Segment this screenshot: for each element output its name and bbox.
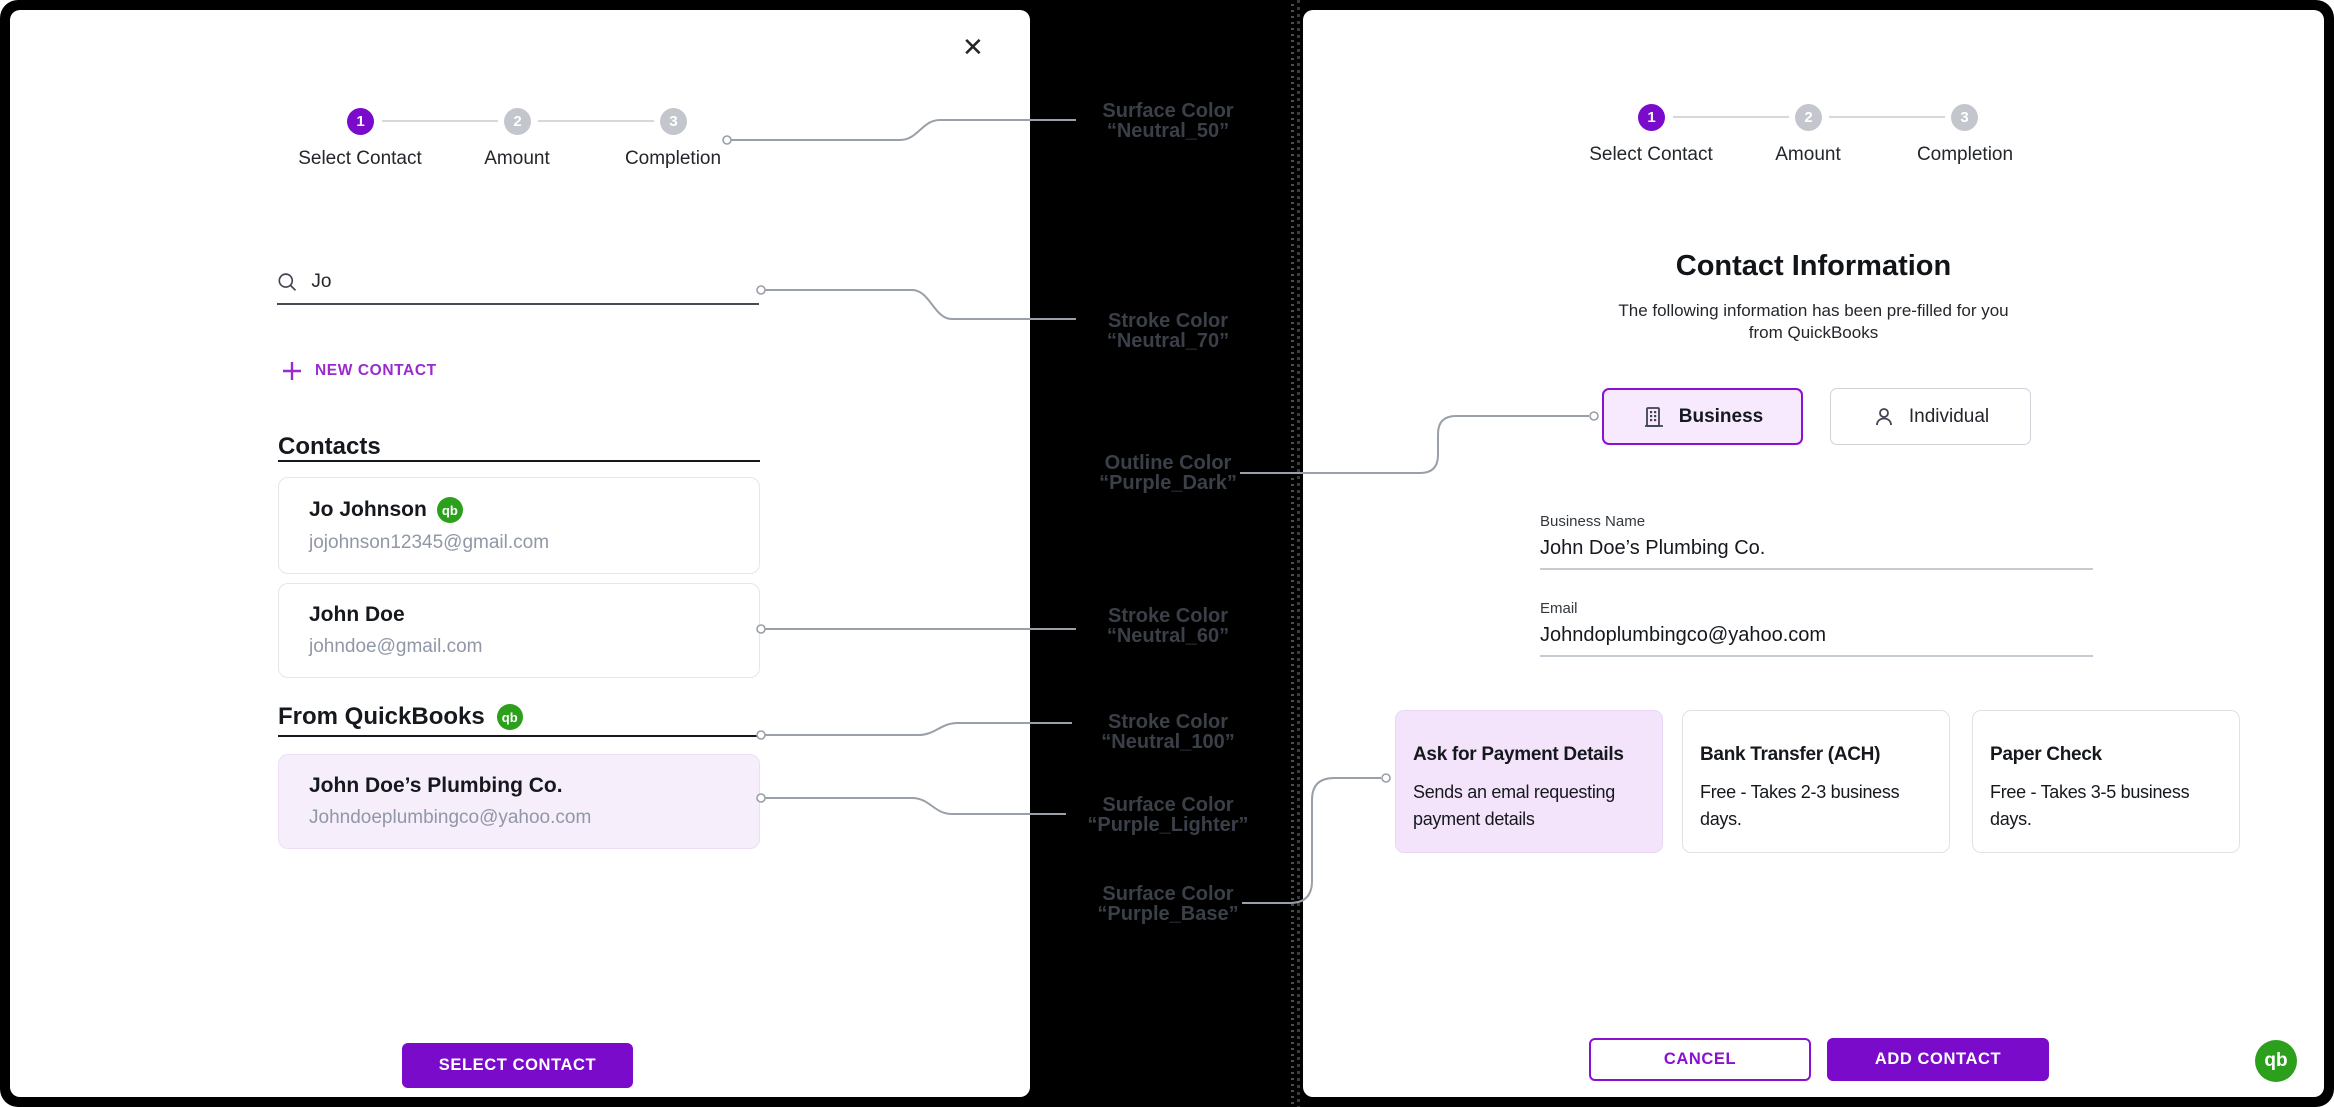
stepper-step-3-label: Completion — [624, 148, 722, 169]
select-contact-modal: ✕ 1 2 3 Select Contact Amount Completion… — [10, 10, 1030, 1097]
annotation-purple-base: Surface Color “Purple_Base” — [1068, 884, 1268, 924]
stepper-step-2-circle[interactable]: 2 — [1795, 104, 1822, 131]
annotation-line: Surface Color — [1102, 794, 1234, 816]
stepper-step-3-label: Completion — [1916, 144, 2014, 165]
contact-search-field[interactable] — [277, 270, 759, 305]
stepper-step-1-label: Select Contact — [298, 148, 422, 169]
payment-option-ask-details[interactable]: Ask for Payment Details Sends an emal re… — [1395, 710, 1663, 853]
contact-card-plumbing-co[interactable]: John Doe’s Plumbing Co. Johndoeplumbingc… — [278, 754, 760, 849]
payment-option-paper-check[interactable]: Paper Check Free - Takes 3-5 business da… — [1972, 710, 2240, 853]
individual-toggle-button[interactable]: Individual — [1830, 388, 2031, 445]
annotation-line: Stroke Color — [1107, 605, 1229, 627]
page-title: Contact Information — [1675, 250, 1952, 282]
payment-option-bank-transfer[interactable]: Bank Transfer (ACH) Free - Takes 2-3 bus… — [1682, 710, 1950, 853]
search-input[interactable] — [309, 270, 759, 294]
new-contact-button[interactable]: NEW CONTACT — [276, 360, 443, 382]
quickbooks-section-title: From QuickBooks qb — [278, 703, 523, 731]
close-icon[interactable]: ✕ — [962, 32, 984, 62]
payment-option-title: Paper Check — [1990, 744, 2102, 765]
annotation-purple-lighter: Surface Color “Purple_Lighter” — [1068, 795, 1268, 835]
stepper-step-2-label: Amount — [484, 148, 550, 169]
contact-card-john-doe[interactable]: John Doe johndoe@gmail.com — [278, 583, 760, 678]
annotation-line: Stroke Color — [1107, 711, 1229, 733]
subtitle-line-2: from QuickBooks — [1748, 323, 1879, 342]
section-divider — [278, 735, 760, 737]
annotation-neutral-50: Surface Color “Neutral_50” — [1068, 101, 1268, 141]
stepper-step-3-circle[interactable]: 3 — [1951, 104, 1978, 131]
contacts-section-title: Contacts — [278, 433, 381, 460]
quickbooks-logo-icon: qb — [2255, 1040, 2297, 1082]
strip-texture — [1297, 0, 1300, 1107]
contact-name: John Doe — [309, 603, 405, 626]
contact-name: Jo Johnson — [309, 498, 427, 521]
strip-texture — [1291, 0, 1294, 1107]
contact-card-jo-johnson[interactable]: Jo Johnson qb jojohnson12345@gmail.com — [278, 477, 760, 574]
quickbooks-badge-icon: qb — [436, 497, 463, 523]
business-name-value[interactable]: John Doe’s Plumbing Co. — [1540, 537, 1766, 559]
annotation-line: “Purple_Dark” — [1099, 472, 1237, 494]
stepper-step-1-circle[interactable]: 1 — [1638, 104, 1665, 131]
quickbooks-badge-icon: qb — [496, 704, 523, 730]
search-icon — [278, 273, 297, 291]
subtitle-line-1: The following information has been pre-f… — [1618, 301, 2009, 320]
stepper-connector — [538, 120, 654, 122]
contact-email: johndoe@gmail.com — [309, 636, 483, 657]
email-value[interactable]: Johndoplumbingco@yahoo.com — [1540, 624, 1827, 646]
contact-info-modal: 1 2 3 Select Contact Amount Completion C… — [1303, 10, 2324, 1097]
section-divider — [278, 460, 760, 462]
annotation-line: “Neutral_50” — [1106, 120, 1230, 142]
stepper-step-3-circle[interactable]: 3 — [660, 108, 687, 135]
payment-option-title: Bank Transfer (ACH) — [1700, 744, 1881, 765]
stepper-connector — [1673, 116, 1789, 118]
contact-email: Johndoeplumbingco@yahoo.com — [309, 807, 592, 828]
building-icon — [1644, 406, 1663, 427]
annotation-line: “Neutral_100” — [1101, 731, 1235, 753]
annotation-line: Stroke Color — [1107, 310, 1229, 332]
payment-option-desc: Free - Takes 3-5 business days. — [1990, 782, 2190, 829]
annotation-purple-dark: Outline Color “Purple_Dark” — [1068, 453, 1268, 493]
new-contact-label: NEW CONTACT — [315, 362, 437, 379]
annotation-line: “Purple_Lighter” — [1087, 814, 1249, 836]
select-contact-button[interactable]: SELECT CONTACT — [402, 1043, 633, 1088]
email-label: Email — [1540, 600, 1578, 617]
stepper-connector — [382, 120, 498, 122]
stepper-step-1-circle[interactable]: 1 — [347, 108, 374, 135]
stepper-step-1-label: Select Contact — [1589, 144, 1713, 165]
annotation-line: Surface Color — [1102, 883, 1234, 905]
stepper-connector — [1829, 116, 1945, 118]
email-field[interactable]: Email Johndoplumbingco@yahoo.com — [1540, 600, 2093, 657]
add-contact-button[interactable]: ADD CONTACT — [1827, 1038, 2049, 1081]
payment-option-desc: Free - Takes 2-3 business days. — [1700, 782, 1900, 829]
annotation-neutral-100: Stroke Color “Neutral_100” — [1068, 712, 1268, 752]
business-name-label: Business Name — [1540, 513, 1646, 530]
stepper-step-2-circle[interactable]: 2 — [504, 108, 531, 135]
annotation-line: “Neutral_70” — [1106, 330, 1230, 352]
cancel-button[interactable]: CANCEL — [1589, 1038, 1811, 1081]
payment-option-desc: Sends an emal requesting payment details — [1413, 782, 1615, 829]
annotation-neutral-60: Stroke Color “Neutral_60” — [1068, 606, 1268, 646]
annotation-neutral-70: Stroke Color “Neutral_70” — [1068, 311, 1268, 351]
annotation-line: “Neutral_60” — [1106, 625, 1230, 647]
annotation-line: Outline Color — [1104, 452, 1232, 474]
individual-toggle-label: Individual — [1908, 405, 1990, 427]
plus-icon — [283, 362, 301, 380]
annotation-line: Surface Color — [1102, 100, 1234, 122]
person-icon — [1875, 407, 1892, 425]
business-name-field[interactable]: Business Name John Doe’s Plumbing Co. — [1540, 513, 2093, 570]
contact-email: jojohnson12345@gmail.com — [309, 532, 550, 553]
stepper-step-2-label: Amount — [1775, 144, 1841, 165]
business-toggle-label: Business — [1678, 405, 1764, 427]
page-subtitle: The following information has been pre-f… — [1303, 300, 2324, 344]
quickbooks-section-label: From QuickBooks — [278, 703, 485, 730]
business-toggle-button[interactable]: Business — [1602, 388, 1803, 445]
payment-option-title: Ask for Payment Details — [1413, 744, 1624, 765]
contact-name: John Doe’s Plumbing Co. — [309, 774, 563, 797]
annotation-line: “Purple_Base” — [1097, 903, 1239, 925]
